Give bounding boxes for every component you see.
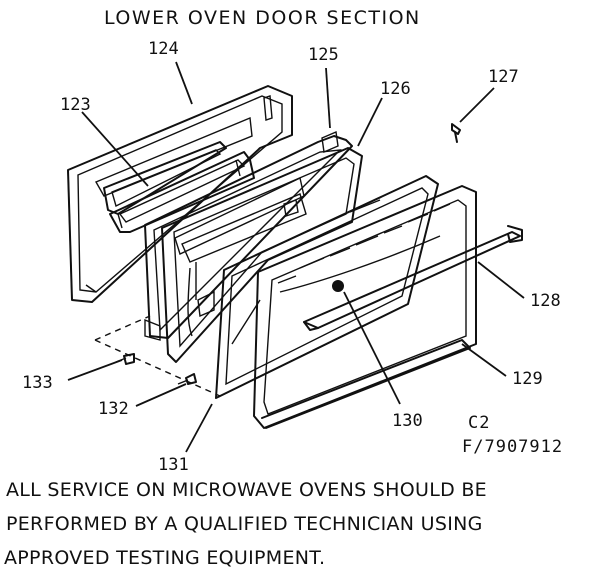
part-label-133: 133 bbox=[22, 373, 53, 393]
part-130-center-dot bbox=[332, 280, 344, 292]
part-123-window-frame bbox=[103, 141, 255, 233]
part-124-outer-panel bbox=[67, 85, 293, 303]
ref-code-c2: C2 bbox=[468, 413, 490, 433]
service-notice-line-1: ALL SERVICE ON MICROWAVE OVENS SHOULD BE bbox=[6, 479, 487, 501]
part-label-123: 123 bbox=[60, 95, 91, 115]
part-129-front-frame bbox=[253, 185, 477, 429]
part-126-door-liner bbox=[161, 147, 363, 363]
part-125-insulation-panel bbox=[144, 130, 353, 341]
leader-lines bbox=[67, 61, 525, 453]
part-133-screw bbox=[115, 353, 135, 365]
ref-code-number: F/7907912 bbox=[462, 437, 563, 457]
assembly-dashed-line bbox=[94, 315, 221, 397]
part-label-128: 128 bbox=[530, 291, 561, 311]
part-127-screw bbox=[451, 123, 461, 143]
service-notice-line-3: APPROVED TESTING EQUIPMENT. bbox=[4, 547, 325, 569]
part-132-screw bbox=[177, 373, 197, 385]
part-131-glass-panel bbox=[215, 175, 439, 399]
part-label-131: 131 bbox=[158, 455, 189, 475]
part-label-132: 132 bbox=[98, 399, 129, 419]
part-label-124: 124 bbox=[148, 39, 179, 59]
part-label-130: 130 bbox=[392, 411, 423, 431]
part-128-door-handle bbox=[303, 225, 523, 331]
service-notice-line-2: PERFORMED BY A QUALIFIED TECHNICIAN USIN… bbox=[6, 513, 483, 535]
diagram-title: LOWER OVEN DOOR SECTION bbox=[104, 7, 421, 29]
part-label-126: 126 bbox=[380, 79, 411, 99]
part-label-127: 127 bbox=[488, 67, 519, 87]
part-label-125: 125 bbox=[308, 45, 339, 65]
part-label-129: 129 bbox=[512, 369, 543, 389]
